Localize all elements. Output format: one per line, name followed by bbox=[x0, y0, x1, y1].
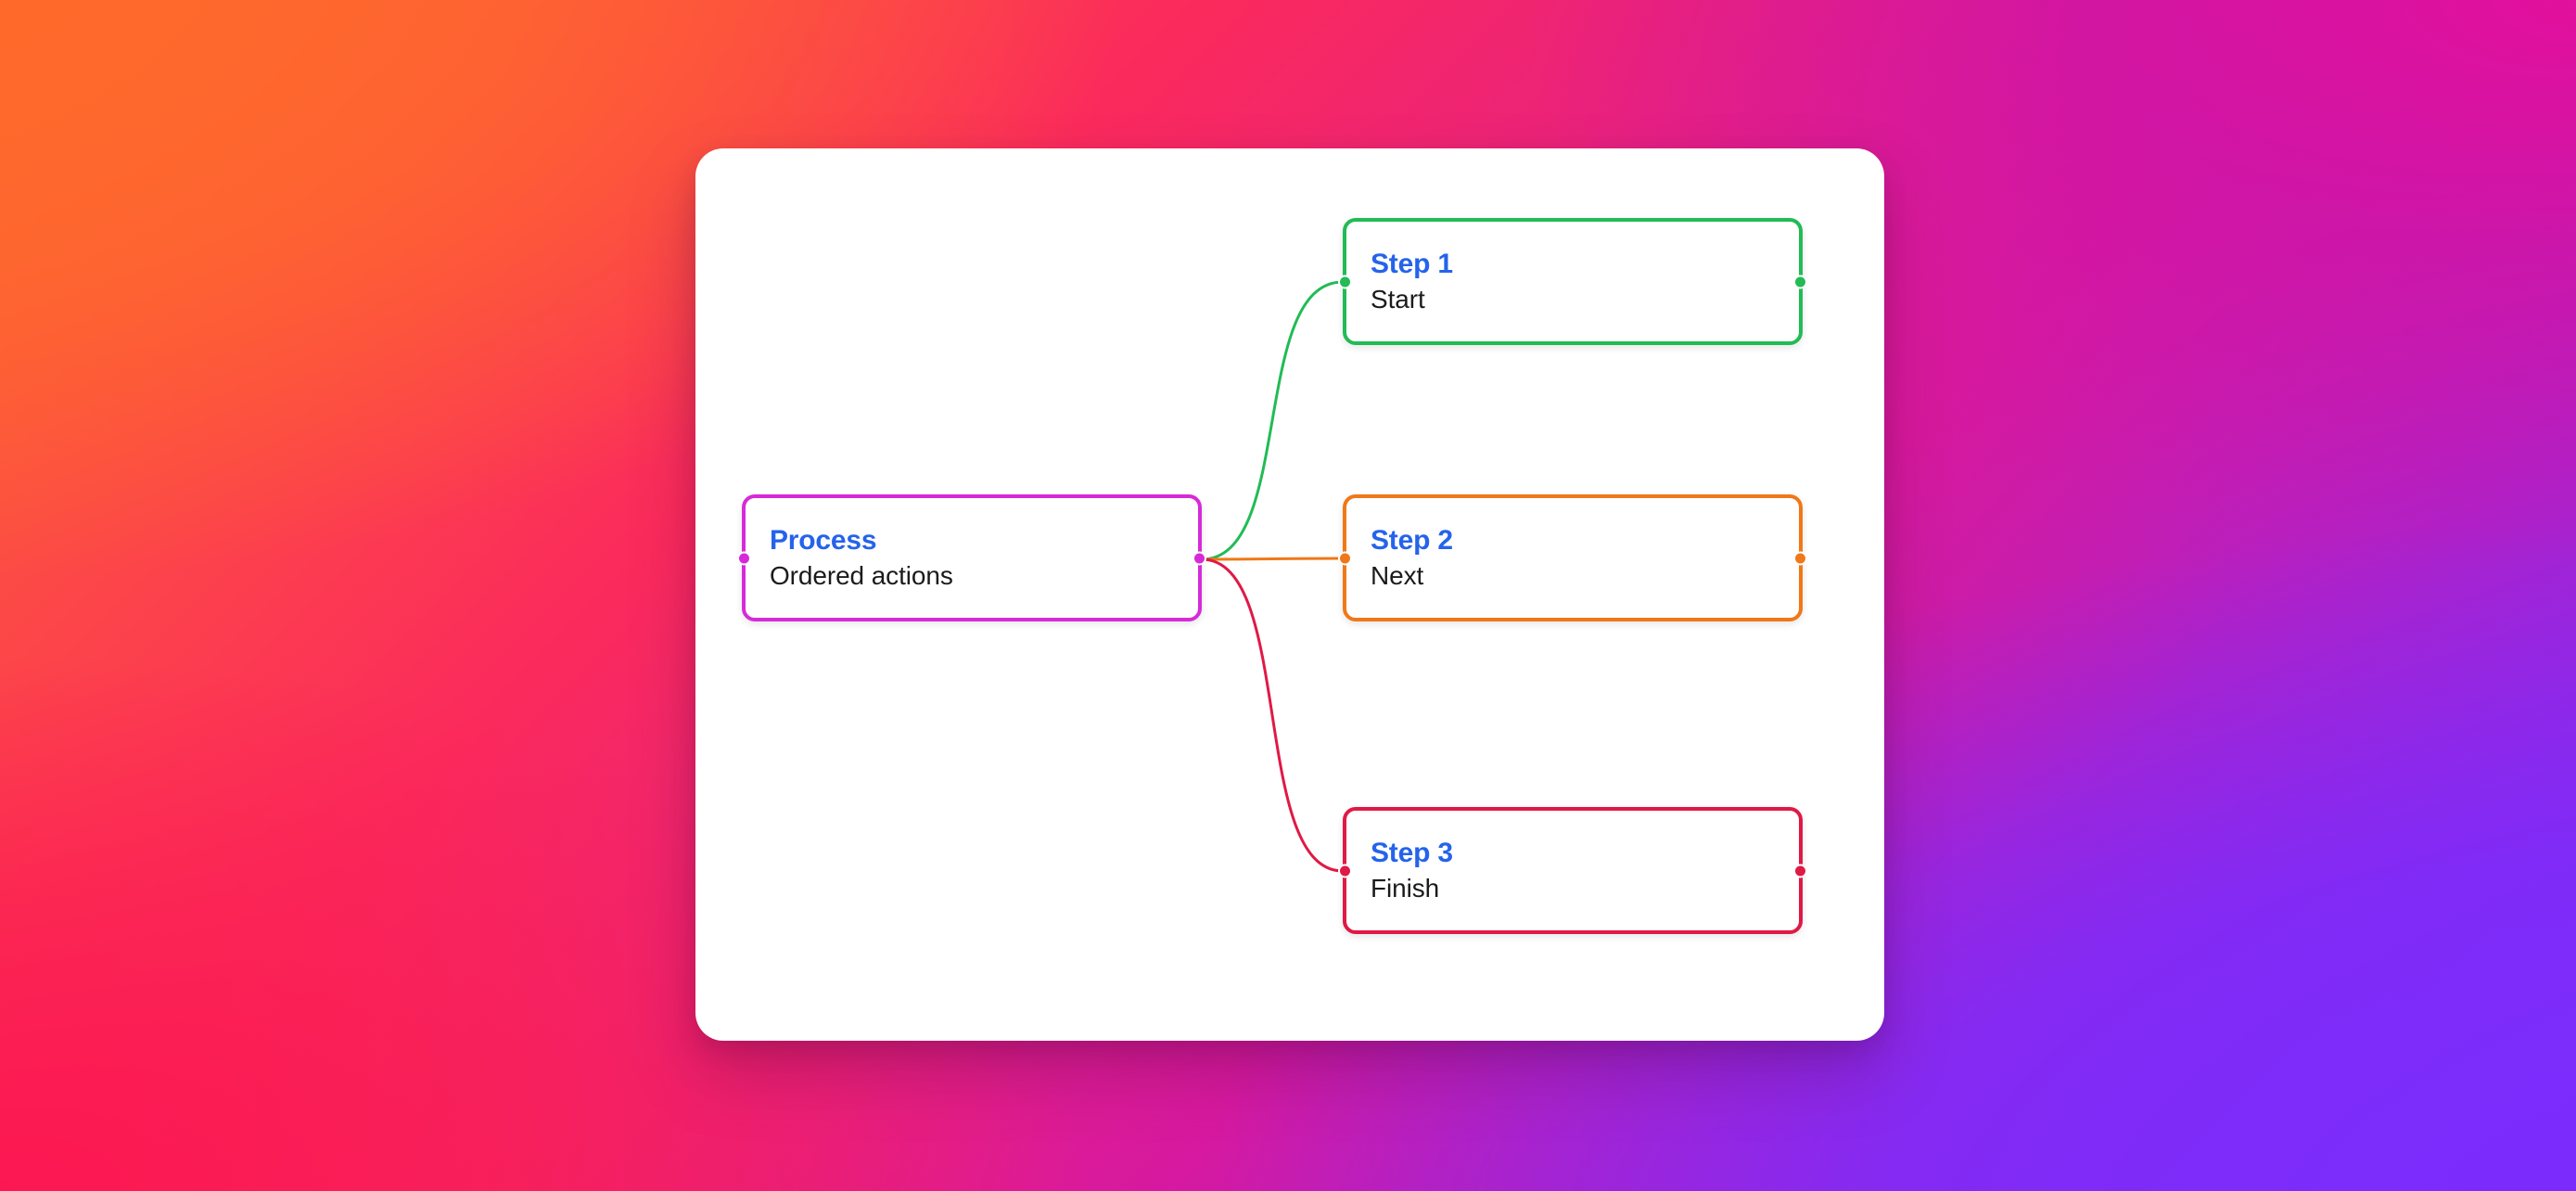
connection-handle-left[interactable] bbox=[1338, 864, 1352, 877]
node-subtitle: Start bbox=[1371, 284, 1425, 314]
connection-handle-right[interactable] bbox=[1793, 275, 1807, 288]
connection-handle-right[interactable] bbox=[1793, 551, 1807, 565]
node-subtitle: Ordered actions bbox=[770, 560, 953, 590]
node-step2[interactable]: Step 2 Next bbox=[1338, 494, 1807, 621]
connection-handle-right[interactable] bbox=[1793, 864, 1807, 877]
node-title: Step 1 bbox=[1371, 248, 1453, 279]
node-title: Step 3 bbox=[1371, 837, 1453, 868]
connection-handle-left[interactable] bbox=[1338, 275, 1352, 288]
node-subtitle: Next bbox=[1371, 560, 1424, 590]
node-step1[interactable]: Step 1 Start bbox=[1338, 218, 1807, 345]
edge-process-step3[interactable] bbox=[1200, 557, 1345, 873]
node-step3[interactable]: Step 3 Finish bbox=[1338, 807, 1807, 934]
node-subtitle: Finish bbox=[1371, 873, 1440, 903]
edge-process-step2[interactable] bbox=[1200, 557, 1345, 561]
node-title: Step 2 bbox=[1371, 524, 1453, 556]
edge-process-step1[interactable] bbox=[1200, 280, 1345, 561]
connection-handle-right[interactable] bbox=[1192, 551, 1206, 565]
connection-handle-left[interactable] bbox=[1338, 551, 1352, 565]
node-title: Process bbox=[770, 524, 877, 556]
connection-handle-left[interactable] bbox=[737, 551, 751, 565]
edge-layer bbox=[1200, 280, 1345, 873]
